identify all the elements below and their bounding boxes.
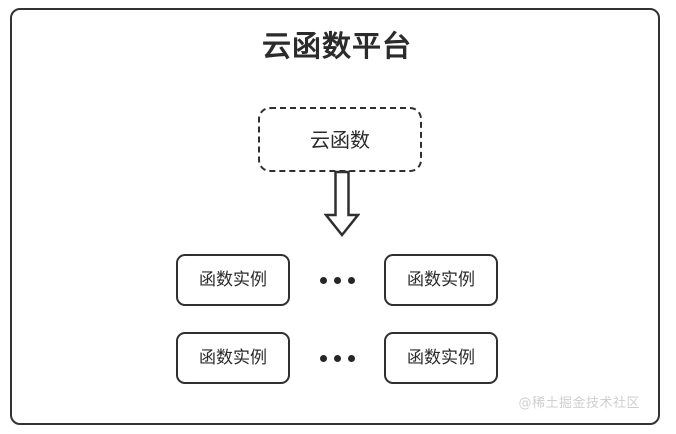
instance-row: 函数实例 函数实例 — [12, 332, 662, 384]
platform-container: 云函数平台 云函数 函数实例 函数实例 函数实例 — [10, 8, 660, 425]
ellipsis-dot — [319, 354, 327, 362]
function-instance-label: 函数实例 — [199, 269, 267, 290]
instance-row: 函数实例 函数实例 — [12, 254, 662, 306]
cloud-function-label: 云函数 — [310, 127, 370, 152]
down-arrow-icon — [323, 170, 361, 238]
cloud-function-node[interactable]: 云函数 — [258, 107, 422, 172]
ellipsis-icon — [290, 354, 384, 362]
ellipsis-dot — [333, 354, 341, 362]
watermark: @稀土掘金技术社区 — [518, 396, 640, 411]
function-instance-box[interactable]: 函数实例 — [384, 332, 498, 384]
function-instance-box[interactable]: 函数实例 — [384, 254, 498, 306]
function-instance-label: 函数实例 — [407, 269, 475, 290]
ellipsis-dot — [347, 354, 355, 362]
function-instance-label: 函数实例 — [199, 347, 267, 368]
function-instance-box[interactable]: 函数实例 — [176, 332, 290, 384]
ellipsis-icon — [290, 276, 384, 284]
page-title: 云函数平台 — [261, 29, 412, 63]
ellipsis-dot — [347, 276, 355, 284]
function-instance-label: 函数实例 — [407, 347, 475, 368]
ellipsis-dot — [319, 276, 327, 284]
function-instance-box[interactable]: 函数实例 — [176, 254, 290, 306]
ellipsis-dot — [333, 276, 341, 284]
